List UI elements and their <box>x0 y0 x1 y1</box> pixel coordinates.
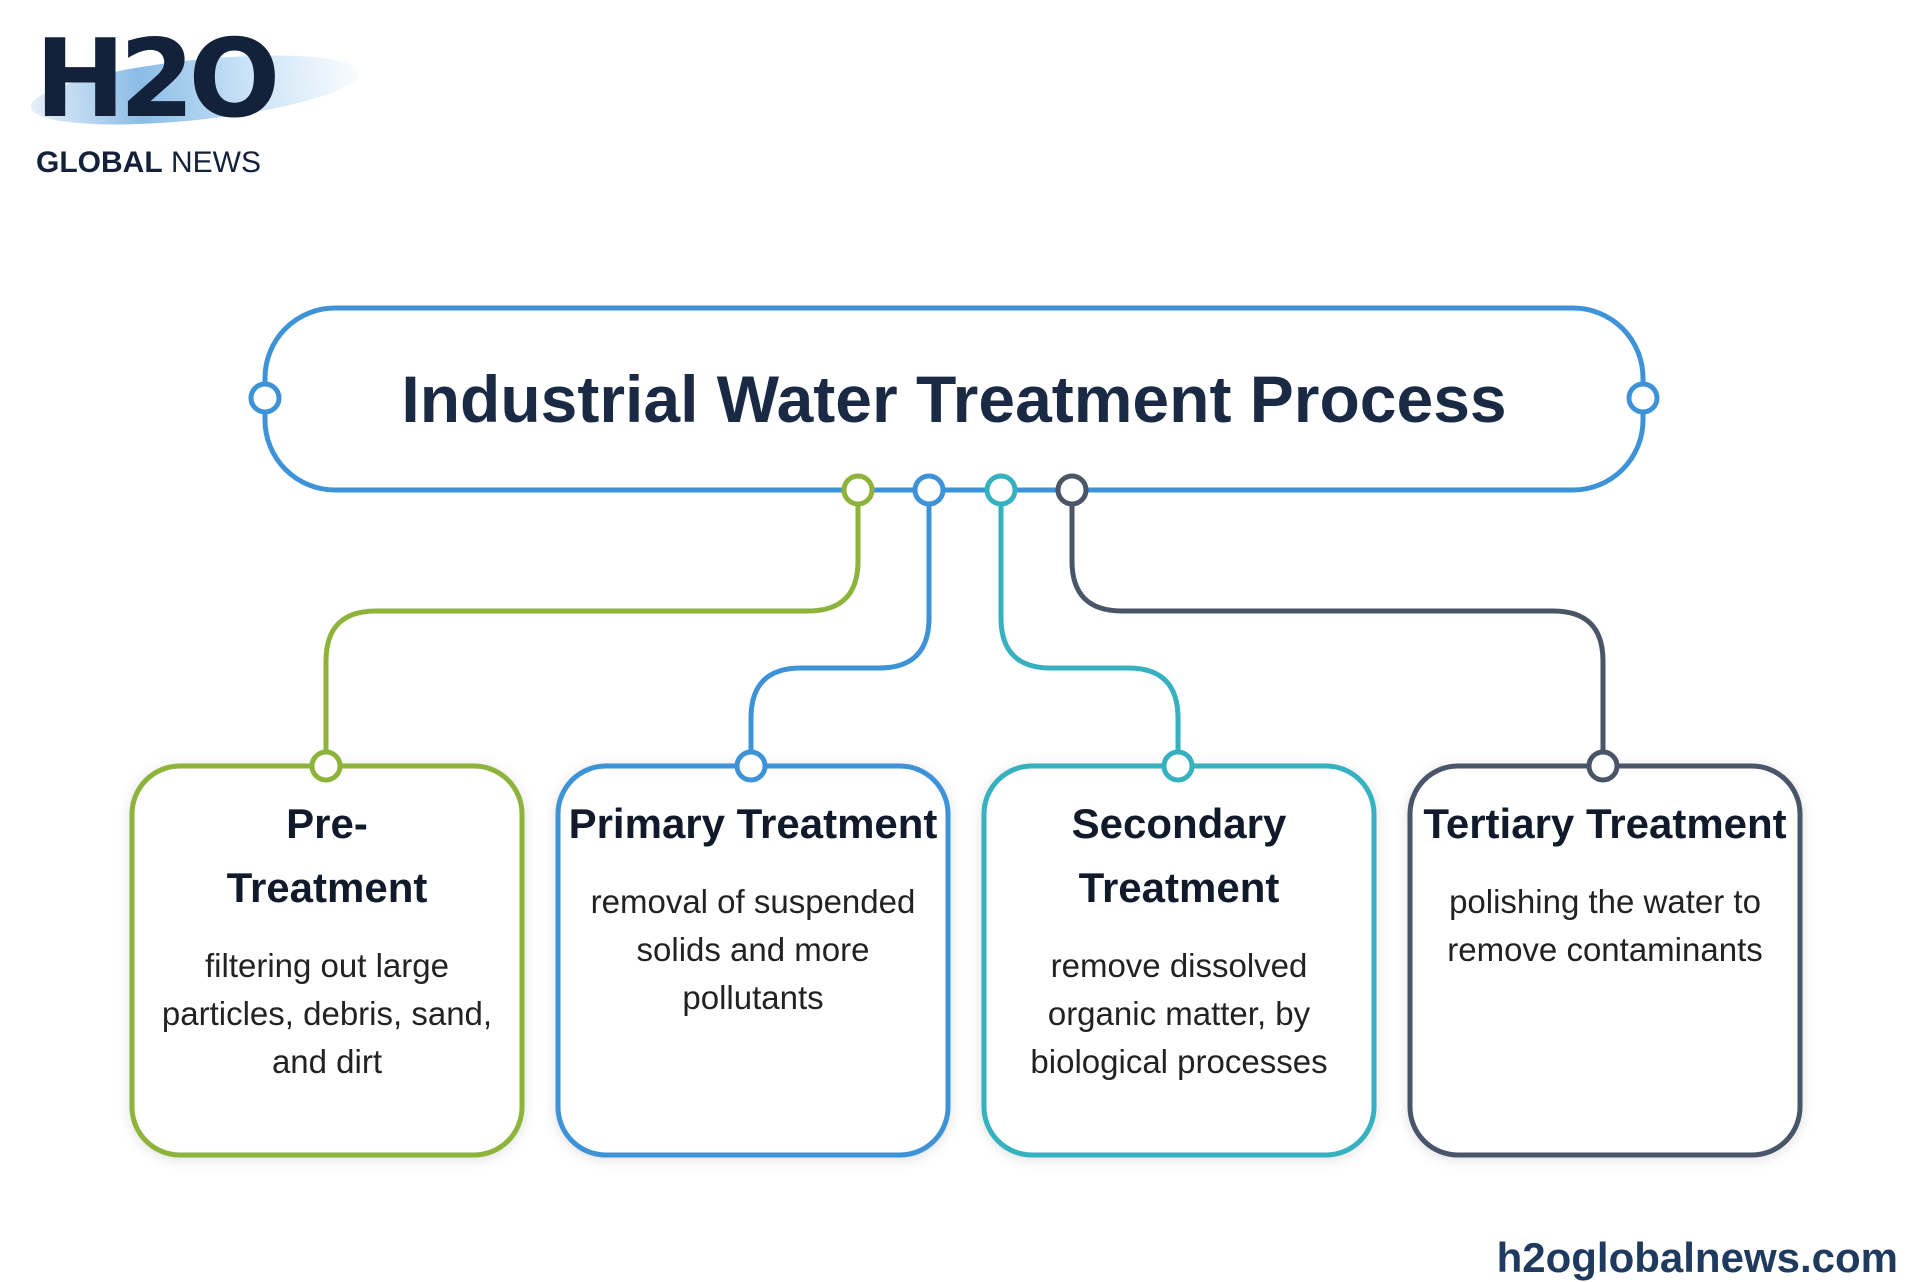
title-connector-node <box>912 473 946 507</box>
page-title: Industrial Water Treatment Process <box>401 362 1507 436</box>
stage-heading: Tertiary Treatment <box>1423 800 1787 847</box>
title-connector-node <box>1055 473 1089 507</box>
logo-wordmark: GLOBAL NEWS <box>36 146 261 180</box>
card-connector-node <box>309 749 343 783</box>
stage-heading: Pre- Treatment <box>226 800 428 911</box>
stage-description: filtering out large particles, debris, s… <box>161 947 493 1080</box>
card-connector-node <box>734 749 768 783</box>
connector-line <box>998 490 1181 766</box>
stage-heading: Secondary Treatment <box>1071 800 1287 911</box>
connector-line <box>323 490 861 766</box>
logo-word-news: NEWS <box>171 146 261 179</box>
stage-heading: Primary Treatment <box>568 800 938 847</box>
title-connector-node <box>984 473 1018 507</box>
stage-card: Pre- Treatment filtering out large partic… <box>132 766 522 1155</box>
connector-line <box>1069 490 1606 766</box>
title-left-node <box>248 381 282 415</box>
card-connector-node <box>1586 749 1620 783</box>
stage-description: polishing the water to remove contaminan… <box>1447 883 1763 968</box>
connector-line <box>748 490 932 766</box>
card-connector-node <box>1161 749 1195 783</box>
logo-mark: H2O <box>35 17 280 142</box>
stage-card: Primary Treatment removal of suspended so… <box>558 766 948 1155</box>
h2o-global-news-logo: H2O GLOBAL NEWS <box>20 17 363 180</box>
website-url: h2oglobalnews.com <box>1496 1234 1898 1281</box>
stage-description: removal of suspended solids and more pol… <box>590 883 916 1016</box>
title-right-node <box>1626 381 1660 415</box>
stage-card: Secondary Treatment remove dissolved orga… <box>984 766 1374 1155</box>
logo-word-global: GLOBAL <box>36 146 163 179</box>
stage-card: Tertiary Treatment polishing the water to… <box>1410 766 1800 1155</box>
title-connector-node <box>841 473 875 507</box>
stage-description: remove dissolved organic matter, by biol… <box>1030 947 1328 1080</box>
